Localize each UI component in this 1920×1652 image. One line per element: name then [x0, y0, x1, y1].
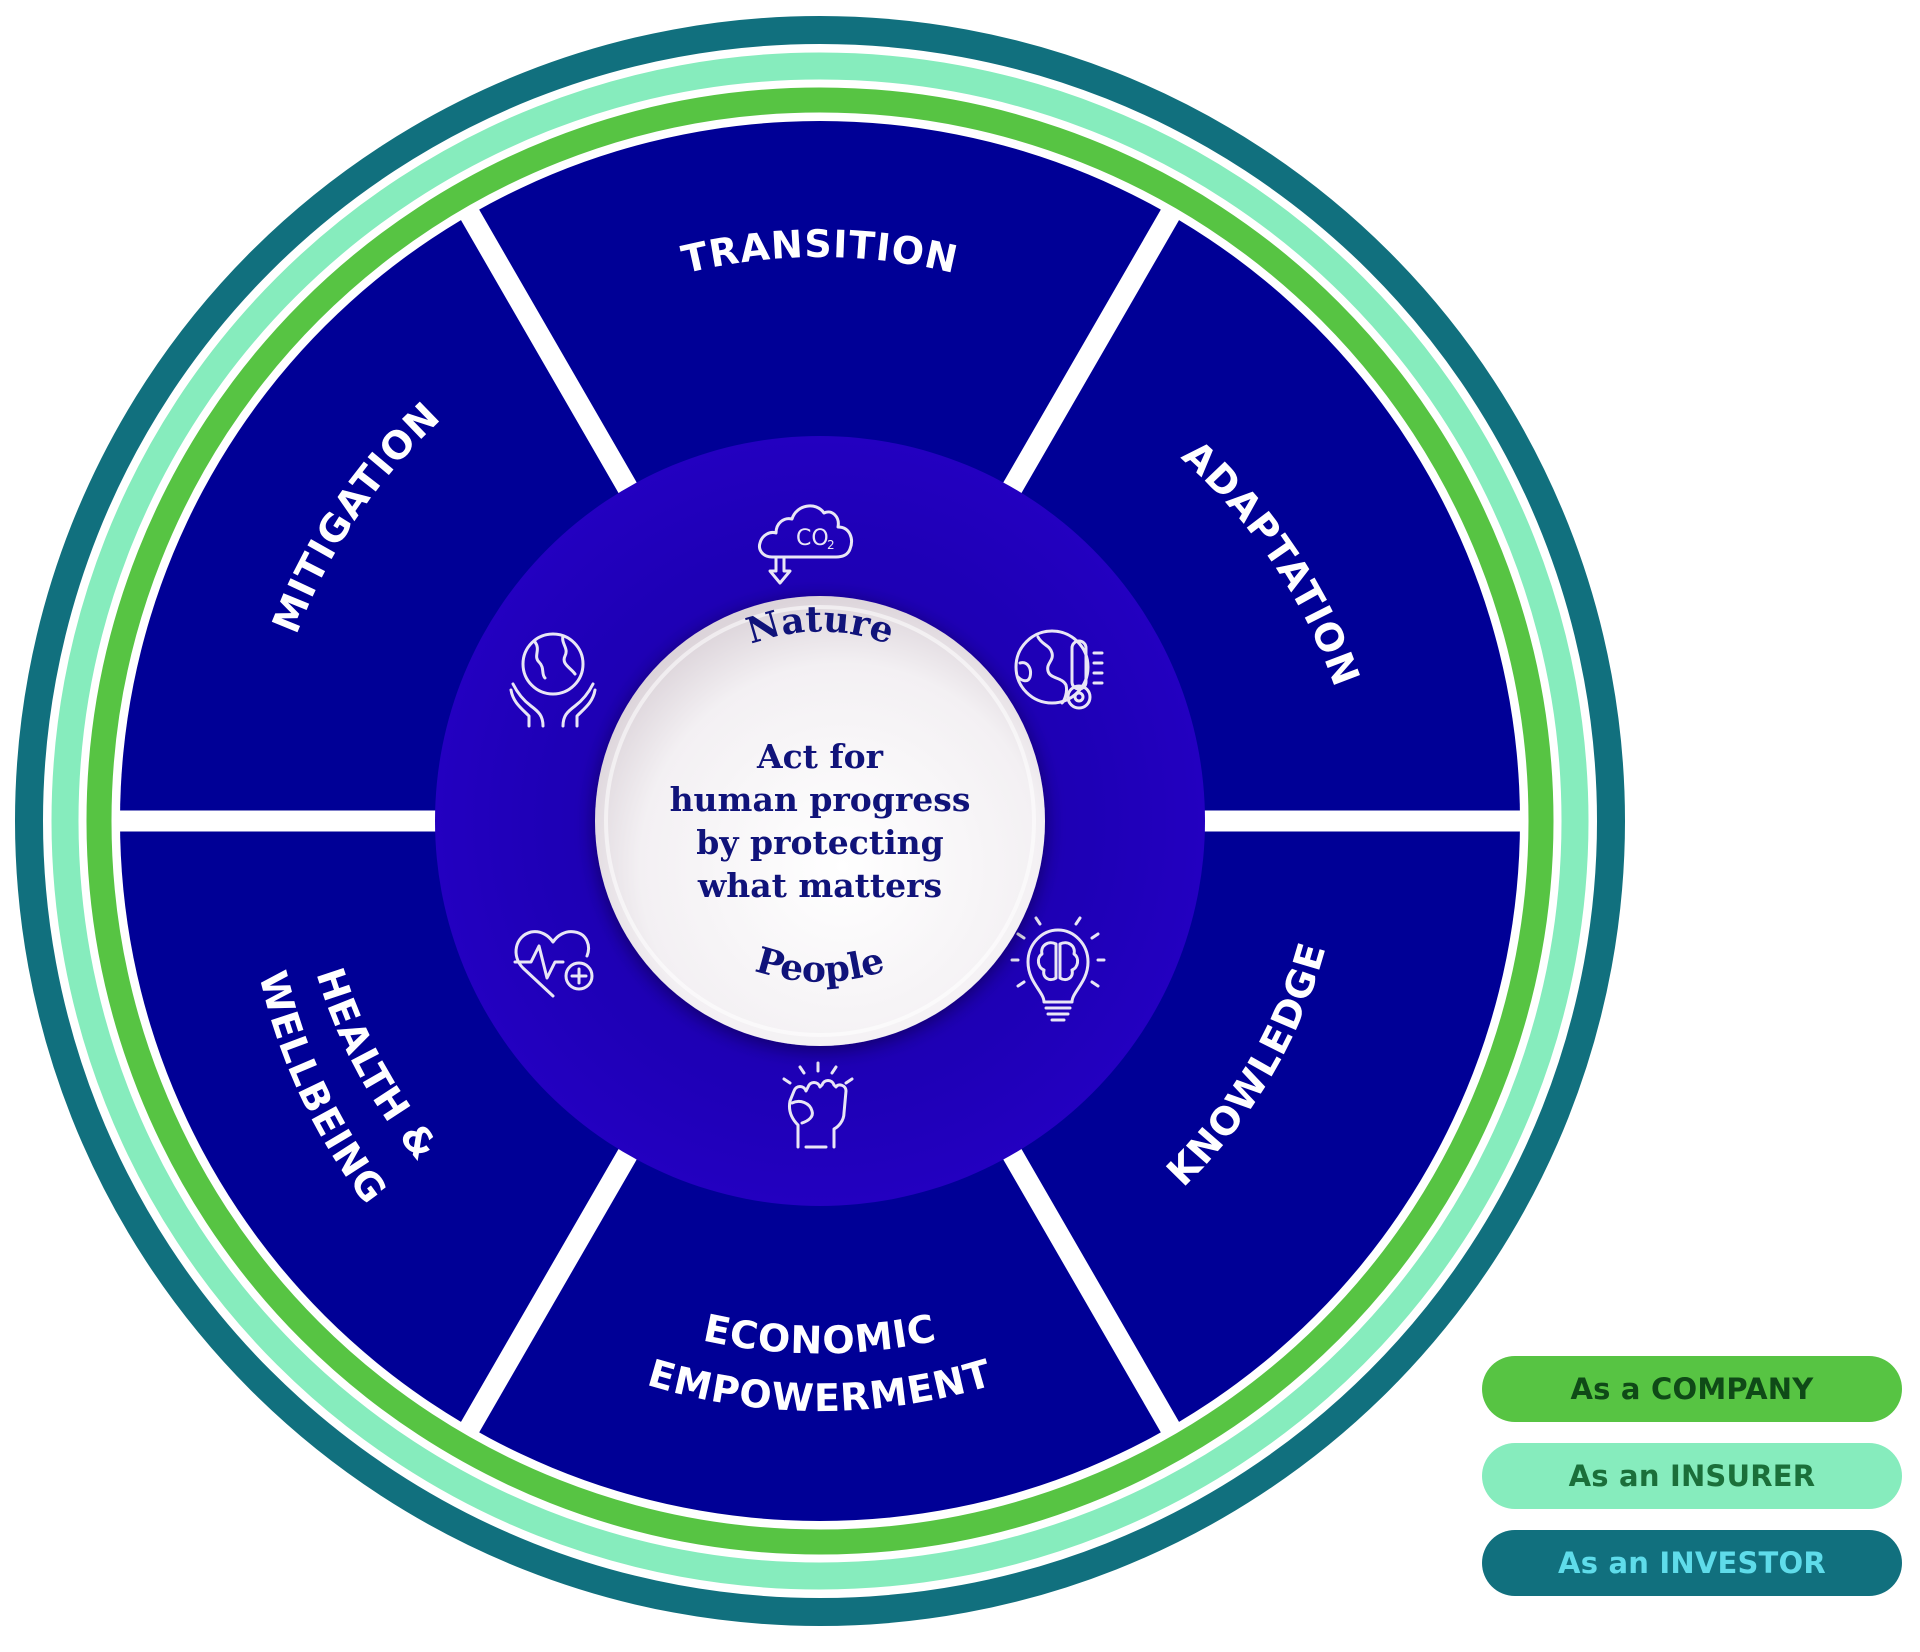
lightbulb-brain-icon: [1010, 916, 1106, 1022]
svg-text:CO: CO: [796, 526, 829, 551]
mission-line: by protecting: [696, 823, 943, 862]
mission-line: human progress: [670, 780, 971, 819]
svg-text:2: 2: [827, 538, 835, 552]
hands-globe-icon: [509, 632, 597, 728]
segment-divider: [459, 207, 640, 498]
company-ring: [86, 87, 1554, 1555]
globe-thermometer-icon: [1014, 629, 1104, 710]
segment-divider: [1000, 207, 1181, 498]
mission-line: what matters: [697, 866, 942, 905]
segment-dividers: [118, 207, 1522, 1435]
investor-ring: [15, 16, 1625, 1626]
raised-fist-icon: [782, 1061, 854, 1149]
legend-insurer-label: As an INSURER: [1568, 1459, 1816, 1493]
insurer-ring: [51, 52, 1589, 1590]
mission-line: Act for: [756, 737, 884, 776]
co2-cloud-down-icon: CO 2: [758, 504, 853, 585]
heart-pulse-plus-icon: [513, 930, 594, 998]
legend-company-label: As a COMPANY: [1570, 1372, 1814, 1406]
core-mission-statement: Act for human progress by protecting wha…: [670, 737, 971, 905]
segment-divider: [459, 1144, 640, 1435]
legend-insurer[interactable]: As an INSURER: [1482, 1443, 1902, 1509]
legend-company[interactable]: As a COMPANY: [1482, 1356, 1902, 1422]
segment-divider: [1000, 1144, 1181, 1435]
core-disc: [595, 596, 1045, 1046]
legend-investor[interactable]: As an INVESTOR: [1482, 1530, 1902, 1596]
legend-investor-label: As an INVESTOR: [1558, 1546, 1826, 1580]
